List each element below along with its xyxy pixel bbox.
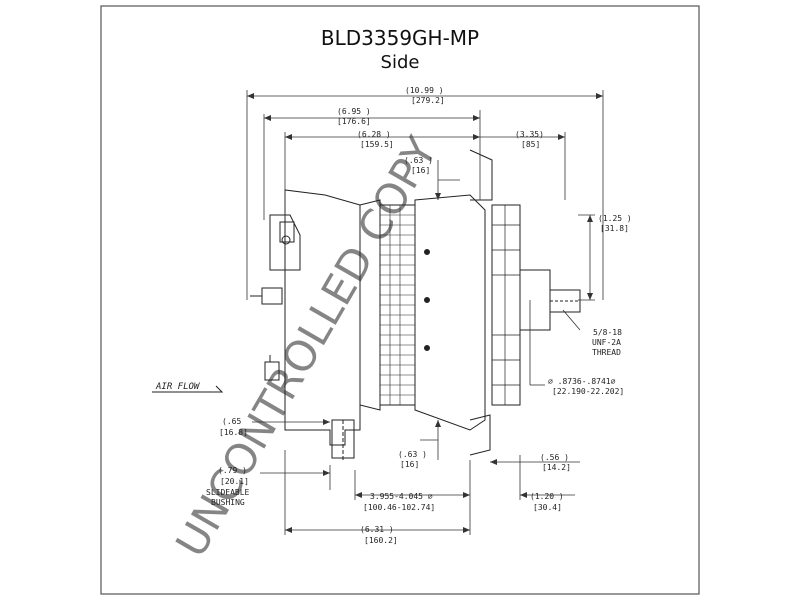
dim-d12-in: (6.31 )	[360, 525, 394, 534]
dim-d7-mm: [16]	[400, 460, 419, 469]
airflow-label: AIR FLOW	[155, 382, 201, 392]
dim-d8-in: (.56 )	[540, 453, 569, 462]
bushing-label-1: SLIDEABLE	[206, 488, 250, 497]
dim-d3-mm: [85]	[521, 140, 540, 149]
dimension-lines	[246, 90, 604, 535]
dim-d10-in: 3.955-4.045 ∅	[370, 492, 433, 501]
dim-d4-mm: [16]	[411, 166, 430, 175]
dim-d3-in: (3.35)	[515, 130, 544, 139]
dim-d11-in: (1.20 )	[530, 492, 564, 501]
dim-d5-in: (1.25 )	[598, 214, 632, 223]
dim-d10-mm: [100.46-102.74]	[363, 503, 435, 512]
dim-d2-in: (6.28 )	[357, 130, 391, 139]
airflow-indicator: AIR FLOW	[152, 382, 224, 393]
page-border	[100, 5, 700, 595]
dim-shaft-in: ∅ .8736-.8741∅	[548, 377, 616, 386]
dimension-labels: (10.99 ) [279.2] (6.95 ) [176.6] (6.28 )…	[206, 86, 632, 545]
view-subtitle: Side	[380, 52, 420, 73]
dim-d5-mm: [31.8]	[600, 224, 629, 233]
dim-d4-in: (.63 )	[404, 156, 433, 165]
dim-d1-in: (6.95 )	[337, 107, 371, 116]
dim-d6-mm: [16.8]	[219, 428, 248, 437]
dim-d9-mm: [20.1]	[220, 477, 249, 486]
part-number-title: BLD3359GH-MP	[320, 26, 480, 50]
thread-line-2: UNF-2A	[592, 338, 621, 347]
thread-line-1: 5/8-18	[593, 328, 622, 337]
dim-d1-mm: [176.6]	[337, 117, 371, 126]
dim-d8-mm: [14.2]	[542, 463, 571, 472]
dim-d12-mm: [160.2]	[364, 536, 398, 545]
dim-d6-in: (.65	[222, 417, 241, 426]
dim-d7-in: (.63 )	[398, 450, 427, 459]
dim-d2-mm: [159.5]	[360, 140, 394, 149]
alternator-outline	[250, 149, 581, 462]
dimension-arrows	[247, 93, 603, 533]
thread-line-3: THREAD	[592, 348, 621, 357]
dim-d11-mm: [30.4]	[533, 503, 562, 512]
bushing-label-2: BUSHING	[211, 498, 245, 507]
dim-shaft-mm: [22.190-22.202]	[552, 387, 624, 396]
dim-overall-mm: [279.2]	[411, 96, 445, 105]
dim-d9-in: (.79 )	[218, 466, 247, 475]
dim-overall-in: (10.99 )	[405, 86, 444, 95]
